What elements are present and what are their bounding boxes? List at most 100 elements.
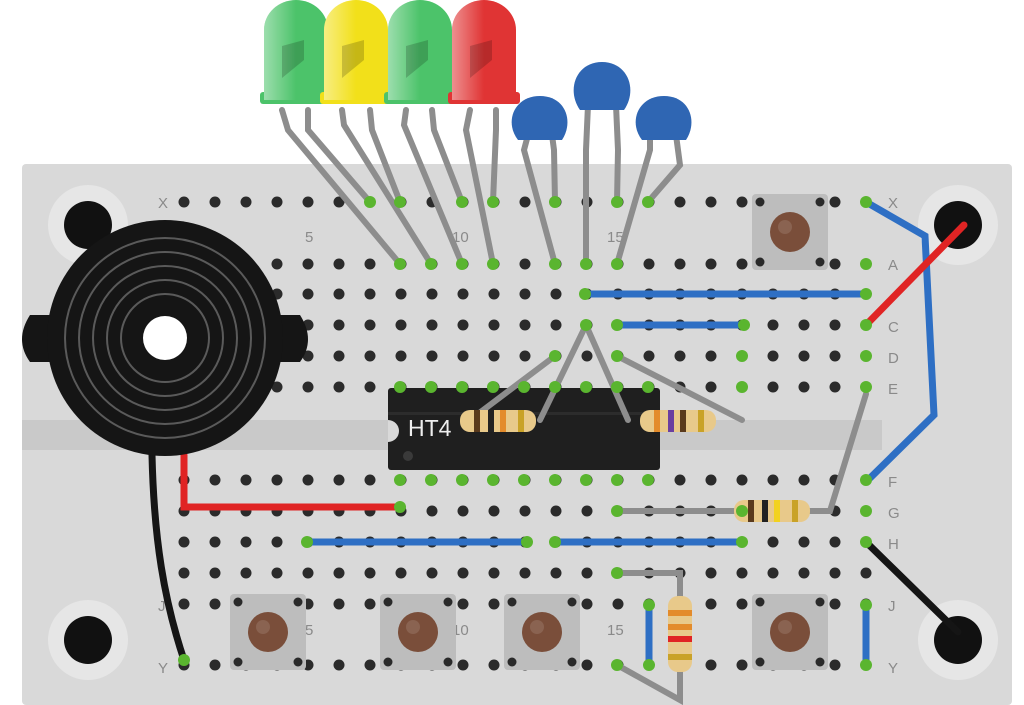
black-wires [148, 451, 962, 664]
breadboard-hole [488, 288, 500, 300]
used-hole [611, 381, 623, 393]
breadboard-hole [488, 659, 500, 671]
led-4-icon [448, 0, 520, 104]
breadboard-hole [271, 196, 283, 208]
used-hole [860, 599, 872, 611]
breadboard-hole [209, 567, 221, 579]
row-label-right-a: A [888, 257, 898, 274]
breadboard-hole [829, 196, 841, 208]
resistor-vertical-icon [668, 596, 692, 672]
used-hole [456, 258, 468, 270]
breadboard-hole [767, 350, 779, 362]
row-label-right-x: X [888, 195, 898, 212]
breadboard-hole [581, 350, 593, 362]
breadboard-hole [767, 319, 779, 331]
push-button-4-icon [504, 594, 580, 670]
mount-hole-bottom-right [918, 600, 998, 680]
chip-label: HT4 [408, 415, 452, 441]
breadboard-hole [457, 288, 469, 300]
breadboard-hole [488, 567, 500, 579]
row-label-right-y: Y [888, 660, 898, 677]
breadboard-hole [736, 196, 748, 208]
used-hole [611, 567, 623, 579]
breadboard-hole [488, 319, 500, 331]
breadboard-hole [829, 567, 841, 579]
used-hole [549, 196, 561, 208]
breadboard-hole [178, 536, 190, 548]
breadboard-hole [178, 567, 190, 579]
used-hole [860, 381, 872, 393]
used-hole [736, 381, 748, 393]
resistor-row-g-icon [734, 500, 810, 522]
used-hole [549, 350, 561, 362]
breadboard-hole [736, 258, 748, 270]
breadboard-hole [736, 659, 748, 671]
used-hole [425, 381, 437, 393]
breadboard-hole [333, 659, 345, 671]
used-hole [860, 536, 872, 548]
row-label-right-f: F [888, 474, 897, 491]
push-button-2-icon [230, 594, 306, 670]
piezo-buzzer-icon [22, 220, 308, 456]
row-label-left-y: Y [158, 660, 168, 677]
used-hole [736, 350, 748, 362]
used-hole [611, 350, 623, 362]
used-hole [521, 536, 533, 548]
breadboard-hole [705, 350, 717, 362]
used-hole [642, 196, 654, 208]
used-hole [611, 474, 623, 486]
breadboard-hole [674, 258, 686, 270]
black-wire-buzzer [148, 451, 188, 664]
breadboard-hole [364, 319, 376, 331]
breadboard-hole [798, 567, 810, 579]
breadboard-hole [457, 350, 469, 362]
used-hole [860, 288, 872, 300]
resistor-chip-right-icon [640, 410, 716, 432]
breadboard-hole [829, 319, 841, 331]
breadboard-hole [612, 598, 624, 610]
breadboard-hole [240, 536, 252, 548]
breadboard-hole [705, 258, 717, 270]
used-hole [860, 258, 872, 270]
row-label-left-x: X [158, 195, 168, 212]
breadboard-hole [457, 567, 469, 579]
breadboard-hole [705, 196, 717, 208]
breadboard-hole [333, 474, 345, 486]
breadboard-hole [426, 288, 438, 300]
mount-hole-top-right [918, 185, 998, 265]
used-hole [549, 474, 561, 486]
breadboard-hole [674, 474, 686, 486]
used-hole [736, 505, 748, 517]
used-hole [736, 536, 748, 548]
used-hole [394, 501, 406, 513]
breadboard-hole [302, 258, 314, 270]
breadboard-hole [705, 474, 717, 486]
breadboard-hole [395, 319, 407, 331]
used-holes [178, 196, 872, 671]
used-hole [642, 474, 654, 486]
used-hole [394, 474, 406, 486]
breadboard-hole [581, 598, 593, 610]
breadboard-hole [333, 381, 345, 393]
led-1-icon [260, 0, 332, 104]
breadboard-hole [674, 350, 686, 362]
breadboard-hole [240, 567, 252, 579]
breadboard-hole [333, 319, 345, 331]
breadboard-hole [488, 350, 500, 362]
breadboard-hole [519, 319, 531, 331]
push-buttons [230, 194, 828, 670]
used-hole [611, 258, 623, 270]
breadboard-hole [333, 350, 345, 362]
breadboard-hole [426, 567, 438, 579]
used-hole [580, 319, 592, 331]
breadboard-hole [209, 536, 221, 548]
breadboard-hole [860, 567, 872, 579]
breadboard-hole [364, 288, 376, 300]
breadboard-hole [240, 196, 252, 208]
breadboard-hole [364, 567, 376, 579]
breadboard-hole [302, 196, 314, 208]
breadboard-hole [209, 659, 221, 671]
breadboard-hole [426, 505, 438, 517]
breadboard-hole [798, 536, 810, 548]
used-hole [456, 196, 468, 208]
